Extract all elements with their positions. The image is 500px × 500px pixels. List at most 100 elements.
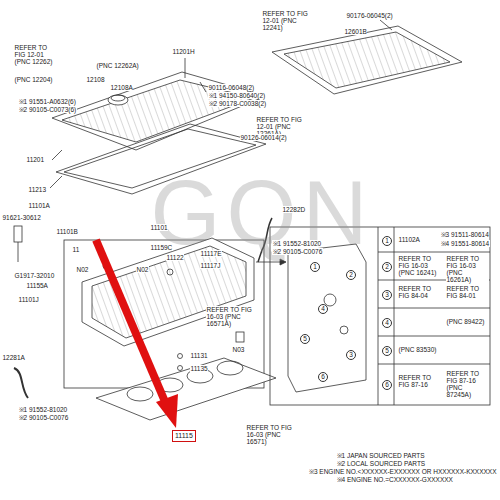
sensor-wire [18, 242, 19, 262]
callout-number: 1 [382, 236, 392, 246]
part-label: REFER TO FIG 87-16 [398, 374, 439, 388]
pin [178, 354, 183, 359]
part-label: ※2 90105-C0073(6) [18, 106, 77, 113]
part-label: ※1 91551-A0632(6) [18, 98, 76, 105]
inset-head-side [288, 244, 366, 392]
part-label: 11201 [26, 156, 45, 163]
bore [217, 361, 243, 375]
part-label: ※1 94150-80640(2) [208, 92, 266, 99]
part-label: REFER TO FIG 84-01 [446, 285, 489, 299]
part-label: 11213 [28, 186, 47, 193]
part-label: REFER TO FIG 16-03 (PNC 16571A) [206, 306, 259, 327]
inset-frame [270, 227, 490, 405]
leader [200, 82, 206, 92]
callout-number: 4 [318, 304, 328, 314]
callout-number: 3 [346, 350, 356, 360]
part-label: (PNC 12262A) [96, 62, 139, 69]
callout-number: 4 [382, 318, 392, 328]
oil-filler-cap [108, 95, 128, 105]
head-gasket [96, 358, 276, 420]
part-label: ※2 90105-C0076 [272, 248, 323, 255]
table-line [378, 364, 490, 365]
part-label: ※4 ENGINE NO.=CXXXXXX-GXXXXXX [336, 476, 453, 483]
part-label: 11131 [190, 352, 208, 359]
part-label: 11101A [28, 202, 50, 209]
red-arrowhead [156, 394, 178, 428]
part-label: ※4 91551-80614 [440, 240, 490, 247]
callout-number: 3 [382, 290, 392, 300]
part-label: 90176-06045(2) [346, 12, 393, 19]
engine-cover [272, 26, 462, 94]
part-label: REFER TO FIG 87-16 (PNC 87245A) [446, 370, 489, 399]
highlighted-part-number: 11115 [172, 430, 196, 442]
part-label: (PNC 83530) [398, 346, 437, 353]
part-label: ※1 JAPAN SOURCED PARTS [336, 452, 425, 459]
part-label: 11159C [150, 244, 173, 251]
part-label: ※2 90105-C0076 [18, 414, 69, 421]
part-label: N03 [232, 346, 245, 353]
callout-number: 6 [318, 372, 328, 382]
part-label: 91621-30612 [2, 214, 41, 221]
part-label: 11101B [56, 228, 78, 235]
callout-number: 5 [382, 346, 392, 356]
part-label: ※2 LOCAL SOURCED PARTS [336, 460, 426, 467]
bore [127, 387, 153, 401]
part-label: REFER TO FIG 16-03 (PNC 16261A) [446, 255, 489, 284]
part-label: REFER TO FIG 16-03 (PNC 16571) [246, 424, 299, 445]
part-label: REFER TO FIG 16-03 (PNC 16241) [398, 255, 439, 276]
part-label: G1917-32010 [14, 272, 55, 279]
part-label: 12282D [282, 206, 306, 213]
part-label: REFER TO FIG 12-01 (PNC 12241) [262, 10, 311, 31]
part-label: 11155A [26, 282, 48, 289]
oil-filler-cap-top [111, 95, 125, 101]
part-label: 11135 [190, 365, 208, 372]
pointer-arrowhead [280, 259, 286, 265]
part-label: 11117J [200, 262, 221, 269]
part-number: 11115 [175, 432, 193, 439]
part-label: ※2 90178-C0038(2) [208, 100, 267, 107]
part-label: ※3 ENGINE NO.<XXXXXX-EXXXXXX OR HXXXXXX-… [308, 468, 497, 475]
pin [178, 366, 183, 371]
callout-number: 1 [310, 262, 320, 272]
table-line [394, 227, 395, 405]
table-line [378, 252, 490, 253]
sensor [14, 226, 22, 242]
part-label: N02 [136, 266, 149, 273]
leader [50, 176, 62, 188]
part-label: 12108 [86, 76, 105, 83]
valve-cover-ribs [62, 80, 254, 142]
part-label: 11117E [200, 250, 222, 257]
callout-number: 2 [382, 262, 392, 272]
callout-number: 6 [382, 380, 392, 390]
part-label: ※1 91552-81020 [18, 406, 68, 413]
part-label: 11102A [398, 236, 420, 243]
part-label: 11122 [166, 254, 184, 261]
part-label: 11 [72, 246, 80, 253]
part-label: ※1 91552-81020 [272, 240, 322, 247]
part-label: 90116-06048(2) [208, 84, 255, 91]
pointer-arrow [256, 262, 280, 263]
n03-part [236, 332, 244, 342]
inset-port [340, 326, 348, 334]
callout-number: 5 [300, 334, 310, 344]
part-label: 90126-06014(2) [240, 134, 287, 141]
part-label: ※3 91511-80614 [440, 231, 489, 238]
table-line [378, 227, 379, 405]
plug [167, 269, 173, 275]
part-label: 12108A [110, 84, 133, 91]
part-label: REFER TO FIG 12-01 (PNC 12262) [14, 44, 59, 65]
part-label: 12601B [344, 28, 367, 35]
hose [14, 368, 28, 398]
callout-number: 2 [346, 270, 356, 280]
leader [52, 150, 62, 160]
part-label: REFER TO FIG 84-04 [398, 285, 439, 299]
part-label: N02 [76, 266, 89, 273]
part-label: 11201H [172, 48, 195, 55]
leader [380, 20, 392, 30]
part-label: 12281A [2, 354, 25, 361]
part-label: 11101 [150, 224, 168, 231]
table-line [378, 308, 490, 309]
watermark: GQN [150, 168, 374, 258]
table-line [378, 336, 490, 337]
